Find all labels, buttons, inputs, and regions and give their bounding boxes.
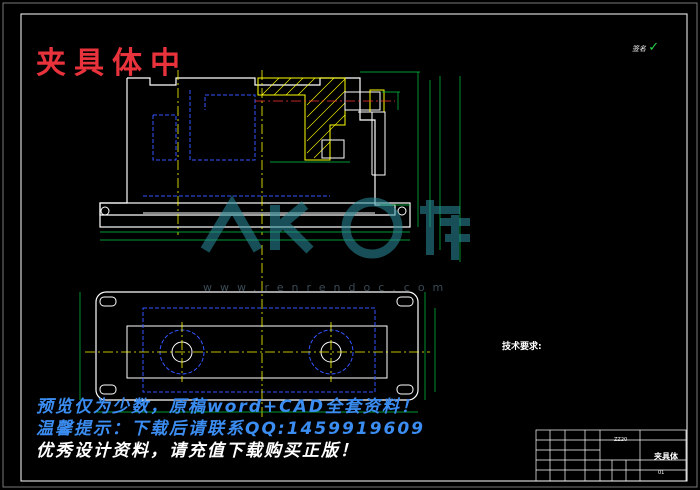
bolt-head xyxy=(321,139,345,159)
title-block-code: ZZ20 xyxy=(614,437,628,443)
top-view-hidden-rect xyxy=(142,307,376,393)
watermark-ring xyxy=(341,197,403,259)
promo-line-1: 预览仅为少数，原稿word+CAD全套资料！ xyxy=(36,397,420,417)
base-hole-left xyxy=(100,206,110,216)
technical-requirements: 技术要求: xyxy=(502,342,542,353)
hidden-pocket-mid xyxy=(189,90,256,161)
top-view xyxy=(79,245,436,420)
watermark-url: www.renrendoc.com xyxy=(203,281,452,294)
slot-bottom-right xyxy=(396,384,414,395)
slot-top-right xyxy=(396,296,414,307)
right-wall-hatch xyxy=(358,111,386,176)
slot-bottom-left xyxy=(99,384,117,395)
front-view-base-plate xyxy=(99,202,411,228)
watermark-a xyxy=(200,195,263,253)
promo-line-3: 优秀设计资料，请充值下载购买正版！ xyxy=(36,441,359,461)
hidden-pocket-left xyxy=(152,114,177,161)
top-view-outline xyxy=(95,291,419,401)
watermark-logo xyxy=(200,195,470,260)
promo-line-2: 温馨提示：下载后请联系QQ:1459919609 xyxy=(36,419,425,439)
signature-label: 签名 xyxy=(632,45,646,53)
watermark-k xyxy=(270,201,314,254)
front-view-body-outline xyxy=(99,77,396,216)
top-dimensions xyxy=(79,292,436,413)
base-hole-right xyxy=(397,206,407,216)
tech-requirements-heading: 技术要求: xyxy=(502,342,542,352)
signature-mark: 签名 ✓ xyxy=(632,40,659,55)
title-block-part-name: 夹具体 xyxy=(654,452,678,461)
title-block xyxy=(535,429,687,482)
sheet-frame-inner xyxy=(20,13,688,482)
drawing-title-red: 夹具体中 xyxy=(36,46,188,81)
check-icon: ✓ xyxy=(648,40,660,55)
title-block-sheet-no: 01 xyxy=(658,470,665,476)
slot-top-left xyxy=(99,296,117,307)
watermark-char xyxy=(420,200,470,260)
section-hatch-l-block xyxy=(257,77,346,161)
section-hatch-lines xyxy=(261,77,346,159)
